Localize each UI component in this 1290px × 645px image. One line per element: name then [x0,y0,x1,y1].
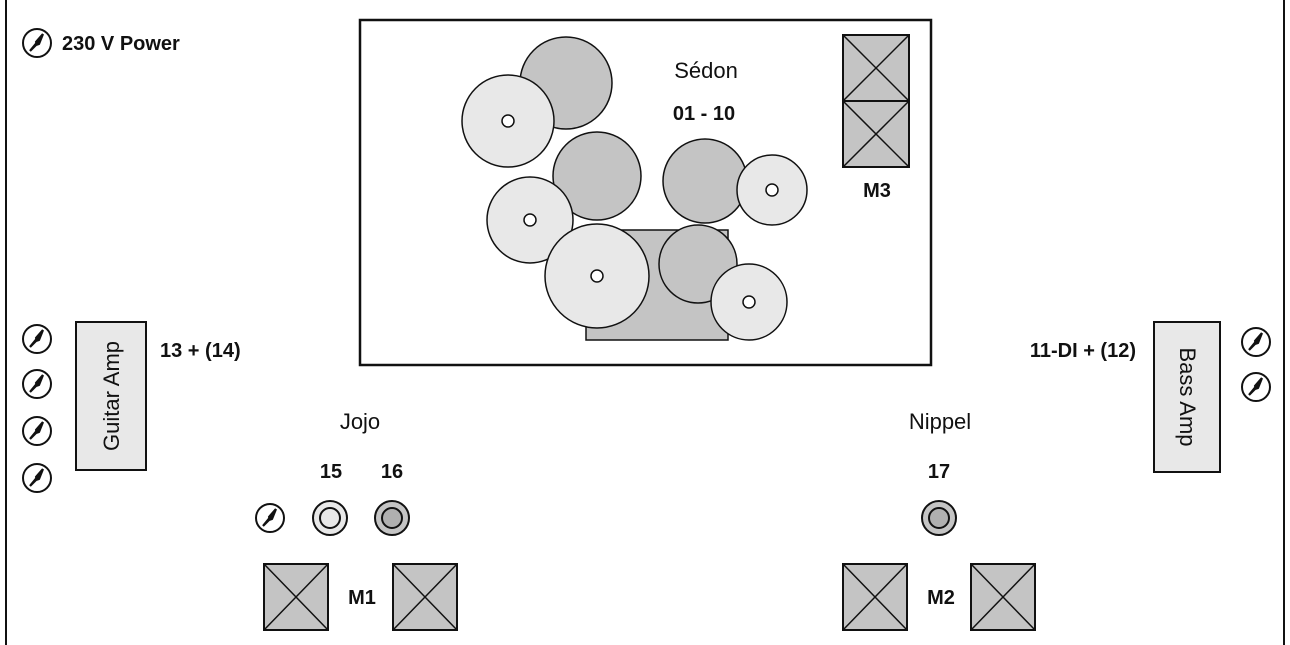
monitor-wedge-icon [970,563,1036,631]
power-outlet-icon [1240,326,1272,358]
microphone-stand-icon [312,500,348,536]
jojo-channel-a: 15 [320,461,342,483]
stage-edges [5,0,1285,645]
guitar-channels: 13 + (14) [160,340,241,362]
monitor-m2-label: M2 [927,587,955,609]
microphone-stand-icon [374,500,410,536]
power-outlet-icon [21,415,53,447]
microphone-stand-icon [921,500,957,536]
jojo-name: Jojo [340,409,380,434]
cymbal [552,131,642,221]
power-label: 230 V Power [62,33,180,55]
guitar-amp [75,321,147,471]
jojo-channel-b: 16 [381,461,403,483]
drummer-name: Sédon [674,58,738,83]
cymbal [662,138,748,224]
drum-channels: 01 - 10 [673,103,735,125]
monitor-wedge-icon [263,563,329,631]
bass-channels: 11-DI + (12) [1030,340,1136,362]
power-outlet-icon [21,462,53,494]
power-outlet-icon [21,323,53,355]
monitor-wedge-icon [842,34,910,168]
power-outlet-icon [254,502,286,534]
nippel-channel: 17 [928,461,950,483]
bass-amp-label: Bass Amp [1175,347,1200,446]
monitor-m3-label: M3 [863,180,891,202]
power-outlet-icon [1240,371,1272,403]
nippel-name: Nippel [909,409,971,434]
monitor-wedge-icon [842,563,908,631]
monitor-wedge-icon [392,563,458,631]
monitor-m1-label: M1 [348,587,376,609]
power-outlet-icon [21,27,53,59]
guitar-amp-label: Guitar Amp [99,341,124,451]
power-outlet-icon [21,368,53,400]
bass-amp [1153,321,1221,473]
